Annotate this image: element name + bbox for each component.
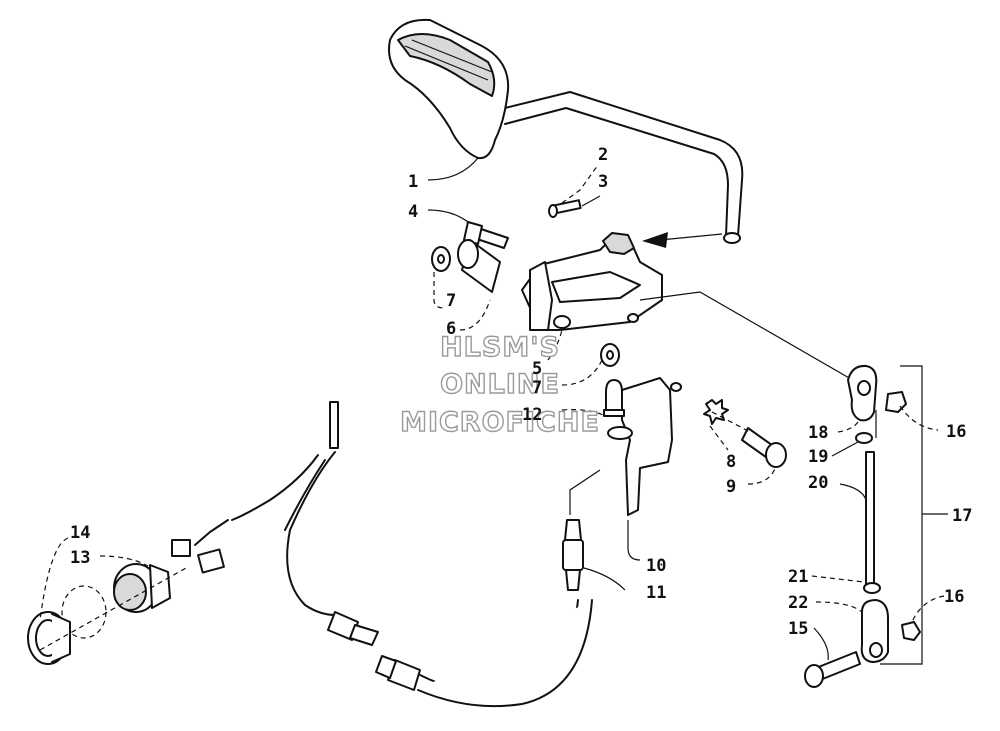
- wiring-harness: [171, 401, 593, 708]
- svg-text:MICROFICHE: MICROFICHE: [400, 407, 600, 438]
- svg-text:HLSM'S: HLSM'S: [440, 332, 560, 363]
- bumper: [603, 379, 625, 417]
- reverse-switch: [562, 519, 584, 591]
- shift-bracket: [521, 232, 871, 391]
- callout-13: 13: [70, 548, 90, 568]
- callout-4: 4: [408, 202, 418, 222]
- callout-9: 9: [726, 477, 736, 497]
- pin: [548, 199, 582, 218]
- callout-7: 7: [532, 378, 542, 398]
- bolt: [463, 221, 509, 249]
- callout-19: 19: [808, 447, 828, 467]
- lock-washer: [703, 399, 729, 425]
- callout-6: 6: [446, 319, 456, 339]
- shift-linkage: [804, 364, 921, 688]
- callout-2: 2: [598, 145, 608, 165]
- callout-17: 17: [952, 506, 972, 526]
- callout-15: 15: [788, 619, 808, 639]
- shift-lever-handle: [388, 18, 744, 244]
- svg-text:ONLINE: ONLINE: [440, 369, 560, 400]
- callout-3: 3: [598, 172, 608, 192]
- callout-22: 22: [788, 593, 808, 613]
- washer: [600, 343, 620, 367]
- callout-7: 7: [446, 291, 456, 311]
- bracket-17: [880, 365, 923, 665]
- callout-labels: 1 2 3 4 7 6 5 7 12 8 9 10 11 14 13 18 19…: [70, 145, 972, 639]
- callout-16: 16: [946, 422, 966, 442]
- washer: [431, 246, 451, 272]
- shoulder-bolt: [711, 411, 787, 468]
- callout-14: 14: [70, 523, 90, 543]
- spacer: [457, 239, 501, 293]
- watermark: HLSM'S ONLINE MICROFICHE: [399, 331, 600, 438]
- lockout-plate: [569, 377, 682, 516]
- callout-8: 8: [726, 452, 736, 472]
- leader-lines: [39, 157, 948, 661]
- callout-21: 21: [788, 567, 808, 587]
- callout-18: 18: [808, 423, 828, 443]
- callout-10: 10: [646, 556, 666, 576]
- callout-11: 11: [646, 583, 666, 603]
- indicator-socket: [27, 563, 187, 665]
- callout-12: 12: [522, 405, 542, 425]
- direction-arrow: [642, 232, 723, 248]
- callout-20: 20: [808, 473, 828, 493]
- callout-1: 1: [408, 172, 418, 192]
- callout-16: 16: [944, 587, 964, 607]
- callout-5: 5: [532, 359, 542, 379]
